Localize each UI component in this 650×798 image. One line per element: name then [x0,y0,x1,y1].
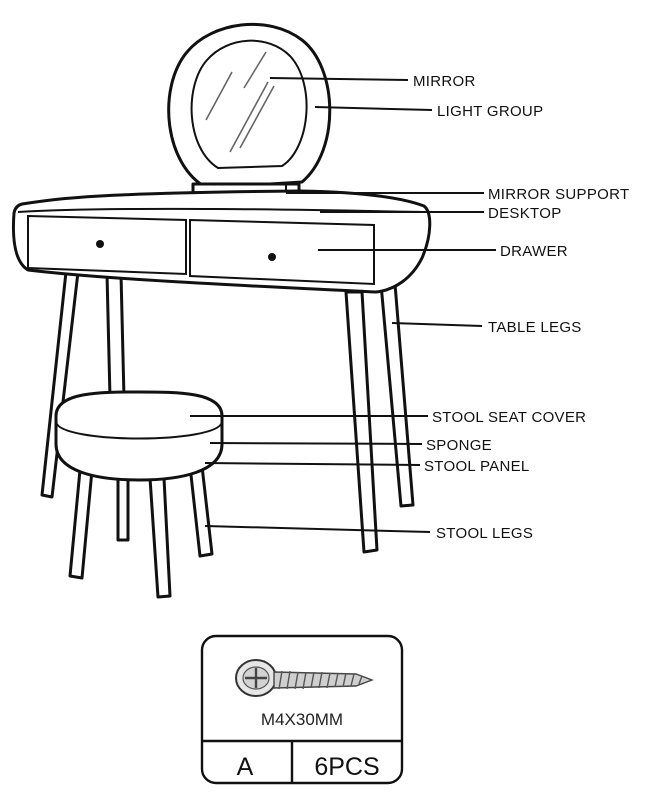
label-stool-seat-cover: STOOL SEAT COVER [432,409,586,426]
stool-leg-back-left [68,468,94,580]
leader-lines [190,77,496,533]
glass-reflection [239,85,275,149]
label-drawer: DRAWER [500,243,568,260]
hardware-spec: M4X30MM [261,710,343,729]
glass-reflection [229,81,269,153]
stool [54,390,224,599]
label-light-group: LIGHT GROUP [437,103,543,120]
back-left-table-leg [105,272,126,400]
label-desktop: DESKTOP [488,205,562,222]
desktop [11,189,432,294]
stool-leg-front [148,476,172,599]
left-drawer-knob [96,240,104,248]
right-drawer-knob [268,253,276,261]
label-mirror: MIRROR [413,73,476,90]
label-stool-legs: STOOL LEGS [436,525,533,542]
stool-seat [54,390,224,482]
vanity-table [11,189,432,294]
front-right-table-leg [344,290,379,554]
light-group-frame [167,22,332,190]
right-drawer [189,218,375,286]
label-stool-panel: STOOL PANEL [424,458,530,475]
label-sponge: SPONGE [426,437,492,454]
left-drawer [27,214,187,276]
glass-reflection [205,71,233,121]
mirror-assembly [167,22,332,204]
label-mirror-support: MIRROR SUPPORT [488,186,629,203]
hardware-code: A [237,753,254,781]
label-table-legs: TABLE LEGS [488,319,582,336]
hardware-box: M4X30MM A 6PCS [200,634,404,785]
mirror-glass [190,39,308,170]
hardware-quantity: 6PCS [314,753,379,781]
stool-leg-right [188,464,214,558]
screw-icon [235,659,374,697]
glass-reflection [243,51,267,89]
back-right-table-leg [379,282,415,508]
sponge-line [55,421,223,440]
